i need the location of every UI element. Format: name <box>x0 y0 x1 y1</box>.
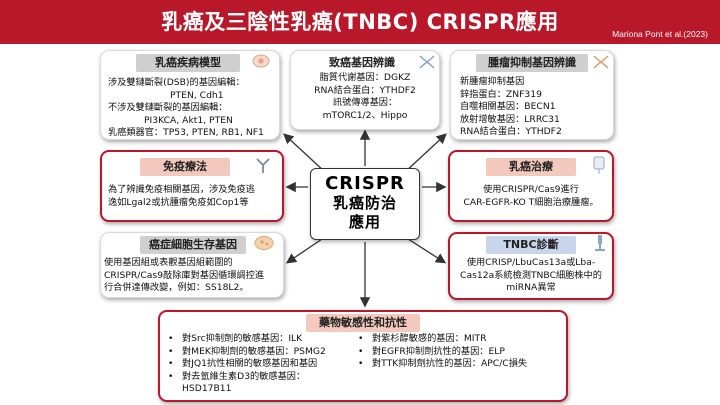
center-title: CRISPR <box>325 173 405 194</box>
text-line: PTEN, Cdh1 <box>170 89 224 101</box>
text-line: RNA結合蛋白：YTHDF2 <box>460 126 562 138</box>
card-title-immunotherapy: 免疫療法 <box>140 158 230 176</box>
citation: Mariona Pont et al.(2023) <box>612 29 708 39</box>
text-line: mTORC1/2、Hippo <box>322 109 408 121</box>
text-line: 訊號傳導基因： <box>332 97 398 109</box>
card-title-diagnosis: TNBC診斷 <box>486 236 576 254</box>
center-subtitle: 應用 <box>348 213 381 231</box>
text-line: CRISPR/Cas9敲除庫對基因循環調控進 <box>104 269 265 281</box>
list-item: 對去氫維生素D3的敏感基因： <box>168 371 326 384</box>
text-line: 放射增敏基因：LRRC31 <box>460 113 560 125</box>
card-title-drug-sensitivity: 藥物敏感性和抗性 <box>306 314 420 332</box>
card-body-suppressor-id: 新腫瘤抑制基因 鋅指蛋白：ZNF319 自噬相關基因：BECN1 放射增敏基因：… <box>460 76 610 139</box>
card-body-treatment: 使用CRISPR/Cas9進行 CAR-EGFR-KO T細胞治療腫瘤。 <box>448 184 614 209</box>
text-line: 乳癌類器官：TP53, PTEN, RB1, NF1 <box>108 127 264 139</box>
text-line: miRNA異常 <box>506 282 556 294</box>
iv-bag-icon <box>592 155 606 179</box>
text-line: Cas12a系統檢測TNBC細胞株中的 <box>460 269 602 281</box>
card-title-oncogene-id: 致癌基因辨識 <box>329 56 395 69</box>
center-node: CRISPR 乳癌防治 應用 <box>310 168 420 240</box>
card-title-disease-model: 乳癌疾病模型 <box>136 54 240 72</box>
text-line: 自噬相關基因：BECN1 <box>460 101 556 113</box>
text-line: 涉及雙鏈斷裂(DSB)的基因編輯： <box>108 77 245 88</box>
list-item: 對MEK抑制劑的敏感基因：PSMG2 <box>168 346 326 359</box>
text-line: 不涉及雙鏈斷裂的基因編輯： <box>108 102 228 114</box>
list-item: 對EGFR抑制劑抗性的基因：ELP <box>358 346 527 359</box>
text-line: 行合併達傳改變，例如：SS18L2。 <box>104 282 249 294</box>
arrow-to-diagnosis <box>404 236 447 264</box>
card-body-survival-genes: 使用基因組或表觀基因組範圍的 CRISPR/Cas9敲除庫對基因循環調控進 行合… <box>104 257 284 295</box>
cell-icon <box>254 235 274 255</box>
card-oncogene-id <box>290 50 440 130</box>
card-body-diagnosis: 使用CRISP/LbuCas13a或Lba- Cas12a系統檢測TNBC細胞株… <box>448 257 614 295</box>
arrow-to-disease-model <box>283 133 326 173</box>
card-body-immunotherapy: 為了辨識免疫相關基因，涉及免疫逃 逸如Lgal2或抗腫瘤免疫如Cop1等 <box>108 184 284 209</box>
list-item: 對紫杉醇敏感的基因：MITR <box>358 333 527 346</box>
arrow-to-survival <box>285 236 326 264</box>
text-line: 鋅指蛋白：ZNF319 <box>460 88 542 100</box>
list-item: 對JQ1抗性相關的敏感基因和基因 <box>168 358 326 371</box>
card-title-survival-genes: 癌症細胞生存基因 <box>140 236 246 254</box>
dna-icon <box>418 54 436 74</box>
text-line: 逸如Lgal2或抗腫瘤免疫如Cop1等 <box>108 196 249 208</box>
list-item: HSD17B11 <box>182 383 232 395</box>
cell-icon <box>252 53 270 73</box>
text-line: 為了辨識免疫相關基因，涉及免疫逃 <box>108 184 255 195</box>
center-subtitle: 乳癌防治 <box>332 194 397 212</box>
antibody-icon <box>254 156 272 178</box>
text-line: 使用基因組或表觀基因組範圍的 <box>104 257 233 268</box>
text-line: 使用CRISPR/Cas9進行 <box>483 184 579 195</box>
text-line: RNA結合蛋白：YTHDF2 <box>314 84 416 96</box>
list-item: 對Src抑制劑的敏感基因：ILK <box>168 333 326 346</box>
dna-icon <box>592 54 610 74</box>
card-body-oncogene-id: 脂質代謝基因：DGKZ RNA結合蛋白：YTHDF2 訊號傳導基因： mTORC… <box>290 72 440 122</box>
card-body-disease-model: 涉及雙鏈斷裂(DSB)的基因編輯： PTEN, Cdh1 不涉及雙鏈斷裂的基因編… <box>108 77 278 140</box>
page-title: 乳癌及三陰性乳癌(TNBC) CRISPR應用 <box>161 10 559 34</box>
text-line: CAR-EGFR-KO T細胞治療腫瘤。 <box>463 196 599 208</box>
drug-list-right: 對紫杉醇敏感的基因：MITR 對EGFR抑制劑抗性的基因：ELP 對TTK抑制劑… <box>358 333 527 371</box>
card-title-suppressor-id: 腫瘤抑制基因辨識 <box>476 54 588 72</box>
card-title-treatment: 乳癌治療 <box>486 158 576 176</box>
drug-list-left: 對Src抑制劑的敏感基因：ILK 對MEK抑制劑的敏感基因：PSMG2 對JQ1… <box>168 333 326 396</box>
card-treatment <box>448 150 614 222</box>
header-bar <box>0 0 720 44</box>
arrow-to-suppressor <box>404 133 447 173</box>
microscope-icon <box>592 234 608 256</box>
list-item: 對TTK抑制劑抗性的基因：APC/C損失 <box>358 358 527 371</box>
text-line: 使用CRISP/LbuCas13a或Lba- <box>466 257 596 268</box>
text-line: PI3KCA, Akt1, PTEN <box>144 114 233 126</box>
text-line: 新腫瘤抑制基因 <box>460 76 525 87</box>
text-line: 脂質代謝基因：DGKZ <box>319 72 411 83</box>
